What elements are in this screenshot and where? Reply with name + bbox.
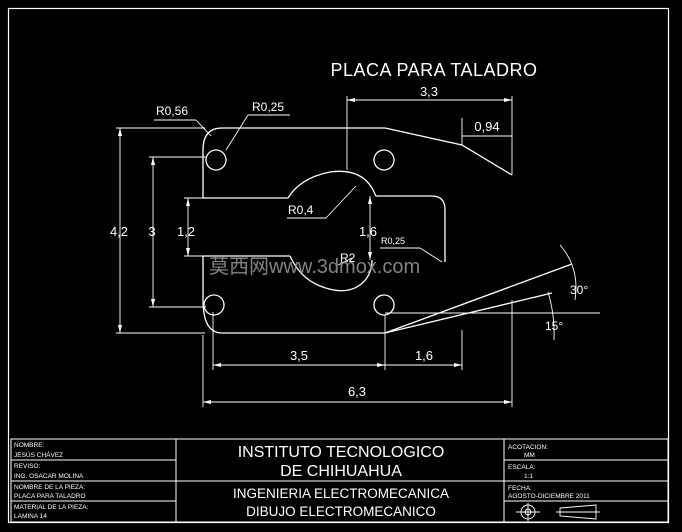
dim-slot-depth: 1,6: [359, 224, 377, 239]
label-nombre-pieza: NOMBRE DE LA PIEZA:: [14, 484, 85, 491]
dim-radius-hole: R0,25: [252, 100, 284, 114]
dim-radius-large: R2: [340, 251, 356, 265]
hole-top-right: [373, 149, 395, 171]
dim-bottom-left: 3,5: [290, 348, 308, 363]
dimension-texts: 3,3 0,94 4,2 3 1,2 1,6 R0,56 R0,25 R0,4 …: [110, 84, 588, 399]
dim-radius-small: R0,25: [381, 236, 405, 246]
dim-left-height: 4,2: [110, 224, 128, 239]
value-reviso: ING. OSACAR MOLINA: [14, 473, 84, 480]
title-block-center: INSTITUTO TECNOLOGICO DE CHIHUAHUA INGEN…: [233, 444, 449, 519]
title-block-frame: [10, 438, 669, 523]
label-fecha: FECHA:: [508, 485, 532, 492]
institute-line1: INSTITUTO TECNOLOGICO: [238, 444, 445, 461]
course-line1: INGENIERIA ELECTROMECANICA: [233, 486, 449, 501]
label-nombre: NOMBRE:: [14, 442, 45, 449]
label-reviso: REVISO:: [14, 463, 41, 470]
dim-angle-upper: 30°: [570, 283, 588, 297]
dim-radius-slot: R0,4: [288, 203, 314, 217]
label-escala: ESCALA:: [508, 464, 536, 471]
part-outline: [202, 127, 573, 334]
hole-bottom-left: [203, 294, 225, 316]
value-nombre: JESÚS CHÁVEZ: [14, 450, 63, 459]
value-escala: 1:1: [524, 473, 533, 480]
holes: [203, 149, 395, 316]
watermark: 莫西网www.3dmox.com: [209, 255, 420, 278]
dim-angle-lower: 15°: [545, 319, 563, 333]
value-fecha: AGOSTO-DICIEMBRE 2011: [508, 493, 590, 500]
projection-symbol: [516, 503, 600, 521]
dim-chamfer: 0,94: [474, 119, 499, 134]
value-material: LAMINA 14: [14, 513, 47, 520]
dim-hole-spacing: 3: [148, 224, 155, 239]
title-block-right: ACOTACION: MM ESCALA: 1:1 FECHA: AGOSTO-…: [508, 444, 590, 500]
value-nombre-pieza: PLACA PARA TALADRO: [14, 493, 86, 500]
dim-bottom-right: 1,6: [415, 348, 433, 363]
dim-overall-width: 6,3: [348, 384, 366, 399]
hole-bottom-right: [373, 294, 395, 316]
dimension-lines: [116, 96, 600, 407]
dim-top-width: 3,3: [420, 84, 438, 99]
label-material: MATERIAL DE LA PIEZA:: [14, 504, 89, 511]
course-line2: DIBUJO ELECTROMECANICO: [246, 504, 436, 519]
hole-top-left: [205, 149, 227, 171]
drawing-title: PLACA PARA TALADRO: [330, 60, 537, 80]
institute-line2: DE CHIHUAHUA: [280, 463, 402, 480]
arrowheads: [118, 98, 512, 404]
dim-slot-height: 1,2: [177, 224, 195, 239]
dim-radius-corner: R0,56: [156, 104, 188, 118]
value-acotacion: MM: [524, 452, 535, 459]
label-acotacion: ACOTACION:: [508, 444, 548, 451]
title-block-left: NOMBRE: JESÚS CHÁVEZ REVISO: ING. OSACAR…: [14, 442, 89, 520]
